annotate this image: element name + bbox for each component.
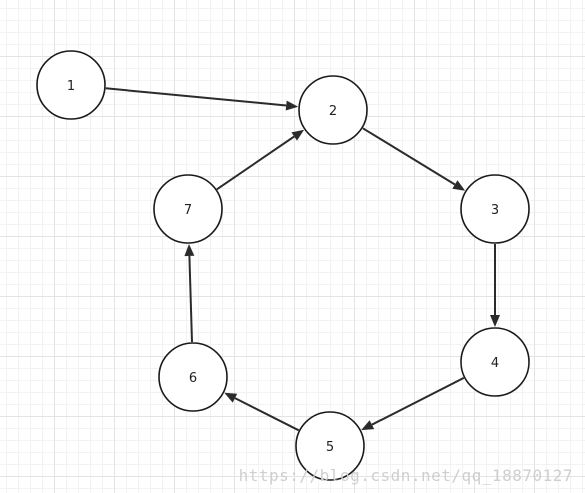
arrowhead-icon: [361, 420, 375, 431]
node-label: 4: [491, 356, 499, 371]
watermark-text: https://blog.csdn.net/qq_18870127: [238, 466, 573, 485]
node-6: 6: [158, 342, 228, 412]
edge-6-to-7: [184, 244, 195, 343]
arrowhead-icon: [291, 129, 305, 141]
node-circle: [295, 411, 365, 481]
node-4: 4: [460, 327, 530, 397]
nodes-layer: 1 2 3 4 5 6 7: [36, 50, 530, 481]
edge-line: [371, 377, 465, 426]
edge-line: [216, 135, 295, 191]
arrowhead-icon: [184, 244, 195, 257]
node-label: 2: [329, 104, 337, 119]
edge-5-to-6: [224, 392, 300, 432]
arrowhead-icon: [224, 392, 238, 403]
arrowhead-icon: [490, 315, 500, 327]
node-3: 3: [460, 174, 530, 244]
node-2: 2: [298, 75, 368, 145]
node-label: 3: [491, 203, 499, 218]
node-circle: [298, 75, 368, 145]
node-label: 7: [184, 203, 192, 218]
node-label: 1: [67, 79, 75, 94]
edge-1-to-2: [105, 87, 299, 111]
edges-layer: [105, 87, 500, 432]
node-label: 5: [326, 440, 334, 455]
node-5: 5: [295, 411, 365, 481]
node-circle: [460, 327, 530, 397]
node-1: 1: [36, 50, 106, 120]
node-7: 7: [153, 174, 223, 244]
arrowhead-icon: [452, 180, 466, 191]
node-circle: [460, 174, 530, 244]
node-label: 6: [189, 371, 197, 386]
edge-line: [105, 87, 287, 107]
edge-3-to-4: [490, 244, 500, 327]
edge-line: [362, 127, 456, 186]
node-circle: [36, 50, 106, 120]
arrowhead-icon: [285, 100, 299, 111]
node-circle: [153, 174, 223, 244]
edge-4-to-5: [361, 377, 465, 431]
edge-7-to-2: [216, 129, 305, 191]
edge-line: [188, 255, 193, 343]
edge-2-to-3: [362, 127, 466, 191]
edge-line: [234, 397, 300, 432]
node-circle: [158, 342, 228, 412]
